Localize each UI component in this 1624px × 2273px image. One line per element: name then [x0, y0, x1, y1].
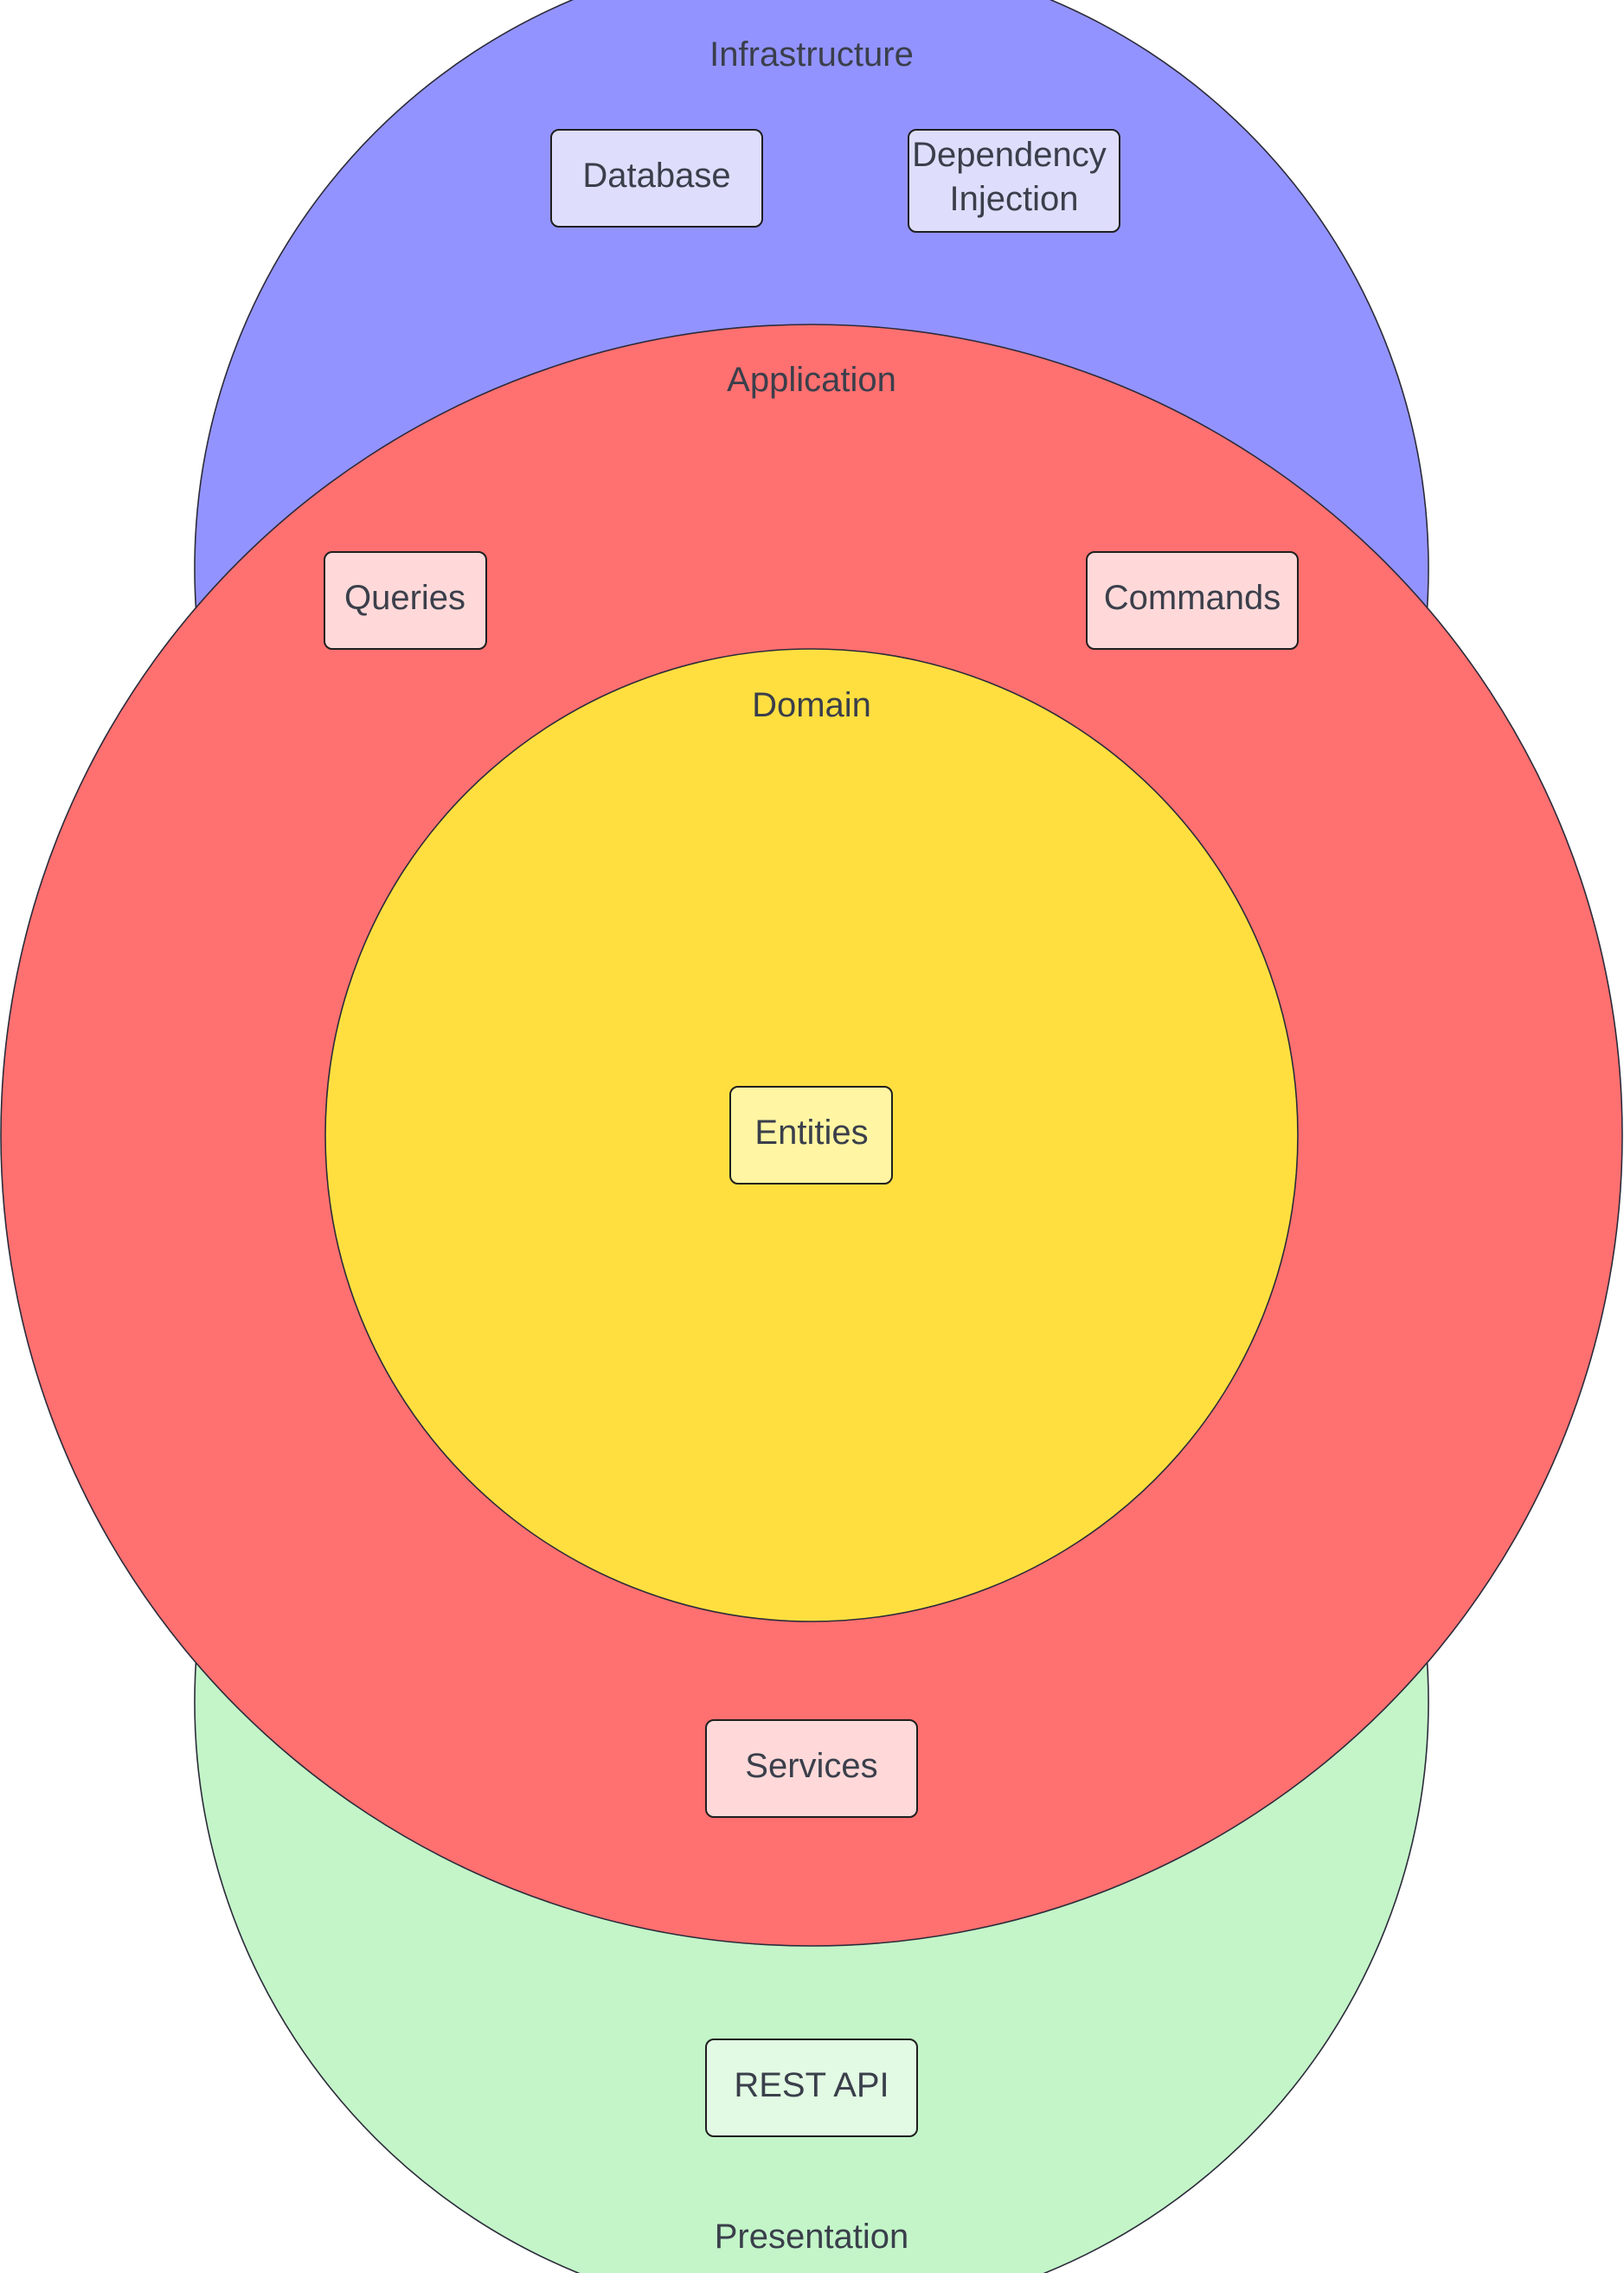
database-box: Database	[550, 129, 763, 228]
entities-box: Entities	[729, 1086, 893, 1185]
domain-label: Domain	[752, 686, 871, 724]
services-box-label: Services	[745, 1747, 877, 1785]
database-box-rect	[550, 129, 763, 228]
dependency-injection-box-rect	[908, 129, 1120, 233]
queries-box-rect	[324, 551, 487, 650]
entities-box-label: Entities	[754, 1114, 868, 1152]
entities-box-rect	[729, 1086, 893, 1185]
queries-box-label: Queries	[344, 579, 465, 617]
rest-api-box-label: REST API	[734, 2066, 889, 2104]
services-box-rect	[705, 1719, 918, 1818]
rest-api-box: REST API	[705, 2039, 918, 2137]
dependency-injection-label-line2: Injection	[950, 180, 1079, 218]
commands-box-label: Commands	[1104, 579, 1281, 617]
rest-api-box-rect	[705, 2039, 918, 2137]
commands-box: Commands	[1086, 551, 1299, 650]
presentation-label: Presentation	[715, 2218, 909, 2256]
database-box-label: Database	[582, 157, 730, 195]
services-box: Services	[705, 1719, 918, 1818]
queries-box: Queries	[324, 551, 487, 650]
dependency-injection-box: Dependency Injection	[908, 129, 1120, 233]
dependency-injection-label-line1: Dependency	[912, 136, 1107, 174]
dependency-injection-box-label: Dependency Injection	[912, 136, 1116, 218]
infrastructure-label: Infrastructure	[709, 35, 914, 74]
application-label: Application	[727, 361, 896, 399]
commands-box-rect	[1086, 551, 1299, 650]
